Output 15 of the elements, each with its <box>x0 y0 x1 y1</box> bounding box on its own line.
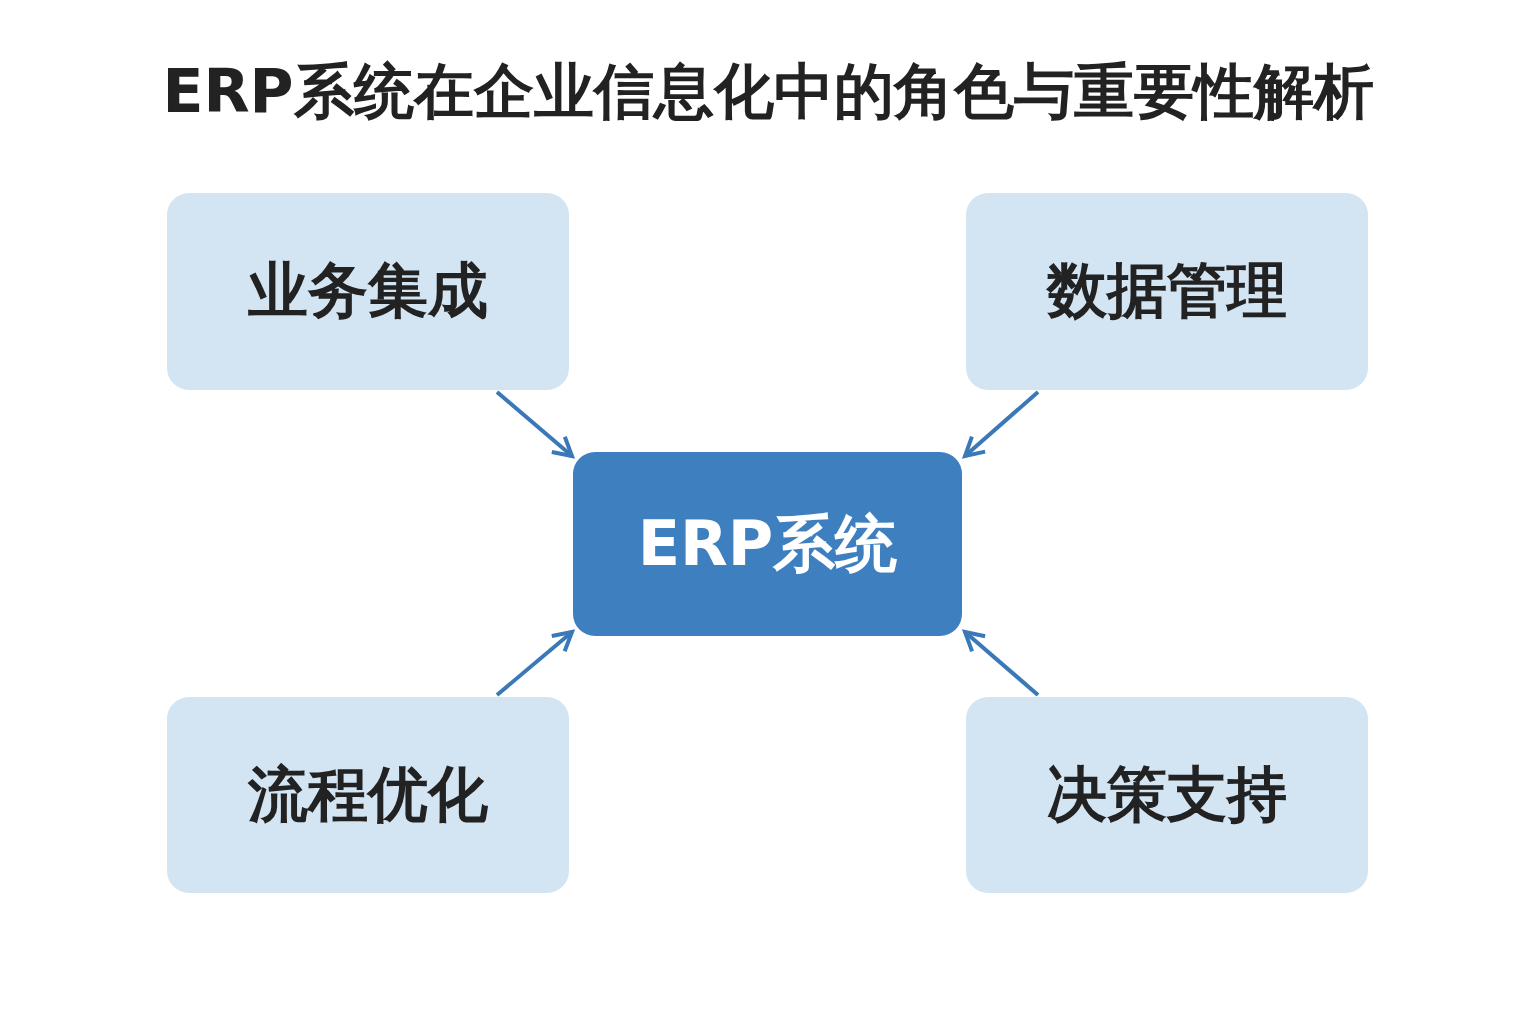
arrow <box>963 630 1040 697</box>
arrow <box>495 630 574 697</box>
arrow <box>495 390 574 458</box>
node-label: 业务集成 <box>248 254 488 327</box>
diagram-title: ERP系统在企业信息化中的角色与重要性解析 <box>161 55 1375 128</box>
topic-box <box>167 193 569 390</box>
topic-box <box>167 697 569 893</box>
node-label: 流程优化 <box>248 757 488 831</box>
topic-box <box>966 193 1368 390</box>
node-label: 决策支持 <box>1047 757 1287 831</box>
topic-box <box>966 697 1368 893</box>
arrow <box>963 390 1040 458</box>
core-box <box>573 452 962 636</box>
node-label: ERP系统 <box>637 506 898 582</box>
node-label: 数据管理 <box>1047 254 1287 327</box>
